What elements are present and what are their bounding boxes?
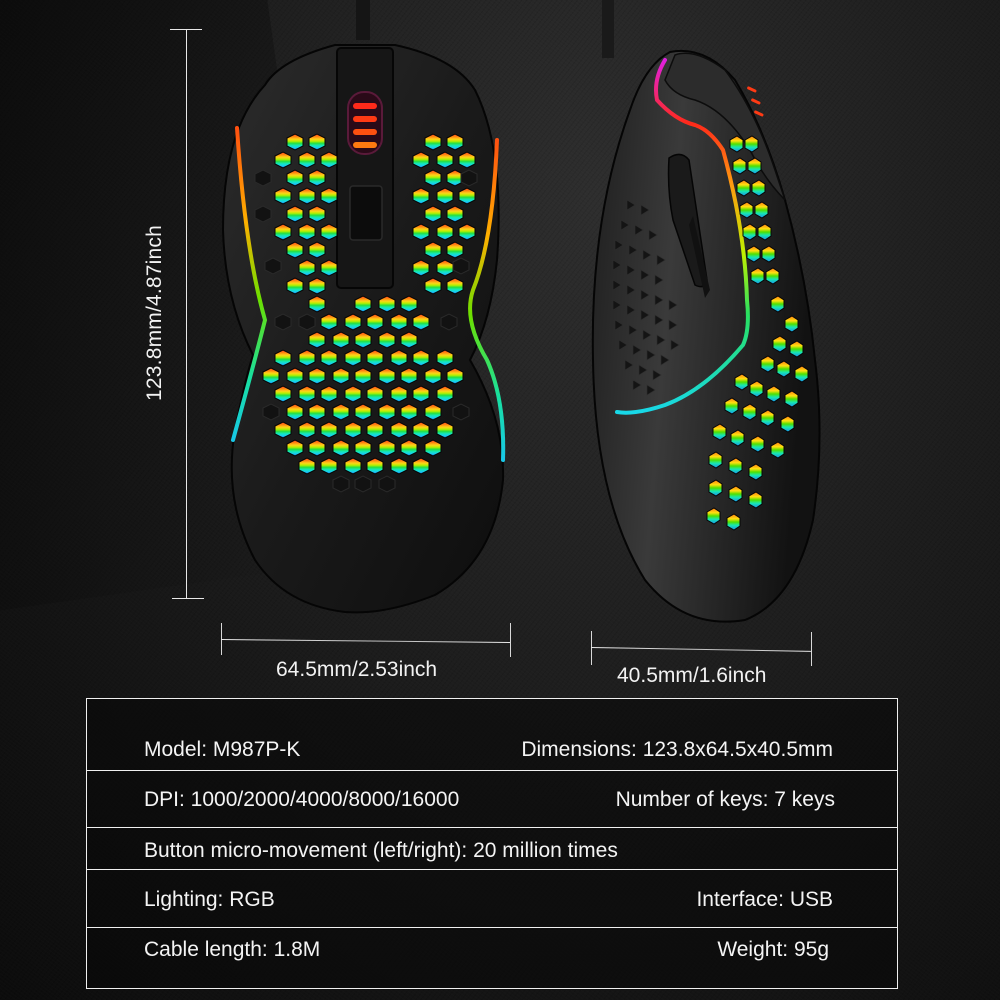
height-dimension-cap-right <box>811 632 812 666</box>
spec-table: Model: M987P-K Dimensions: 123.8x64.5x40… <box>86 698 898 989</box>
spec-lighting: Lighting: RGB <box>144 888 275 911</box>
mouse-side-view-image <box>591 0 821 623</box>
spec-row: Button micro-movement (left/right): 20 m… <box>87 827 897 871</box>
height-dimension-line <box>590 647 811 652</box>
spec-row: Lighting: RGB Interface: USB <box>87 869 897 928</box>
length-dimension-label: 123.8mm/4.87inch <box>143 225 166 401</box>
length-dimension-cap-bottom <box>172 598 204 599</box>
height-dimension-label: 40.5mm/1.6inch <box>617 664 767 687</box>
length-dimension-line <box>186 29 187 598</box>
spec-weight: Weight: 95g <box>717 938 829 961</box>
spec-row: Cable length: 1.8M Weight: 95g <box>87 927 897 990</box>
spec-number-of-keys: Number of keys: 7 keys <box>615 788 835 811</box>
spec-model: Model: M987P-K <box>144 738 301 761</box>
spec-interface: Interface: USB <box>696 888 833 911</box>
spec-button-lifespan: Button micro-movement (left/right): 20 m… <box>144 839 618 862</box>
width-dimension-label: 64.5mm/2.53inch <box>276 658 438 681</box>
spec-cable-length: Cable length: 1.8M <box>144 938 321 961</box>
spec-dimensions: Dimensions: 123.8x64.5x40.5mm <box>521 738 833 761</box>
width-dimension-cap-right <box>510 623 511 657</box>
spec-row: Model: M987P-K Dimensions: 123.8x64.5x40… <box>87 699 897 771</box>
spec-row: DPI: 1000/2000/4000/8000/16000 Number of… <box>87 770 897 828</box>
mouse-top-view-image <box>221 0 506 614</box>
width-dimension-line <box>220 639 510 644</box>
spec-dpi: DPI: 1000/2000/4000/8000/16000 <box>144 788 460 811</box>
